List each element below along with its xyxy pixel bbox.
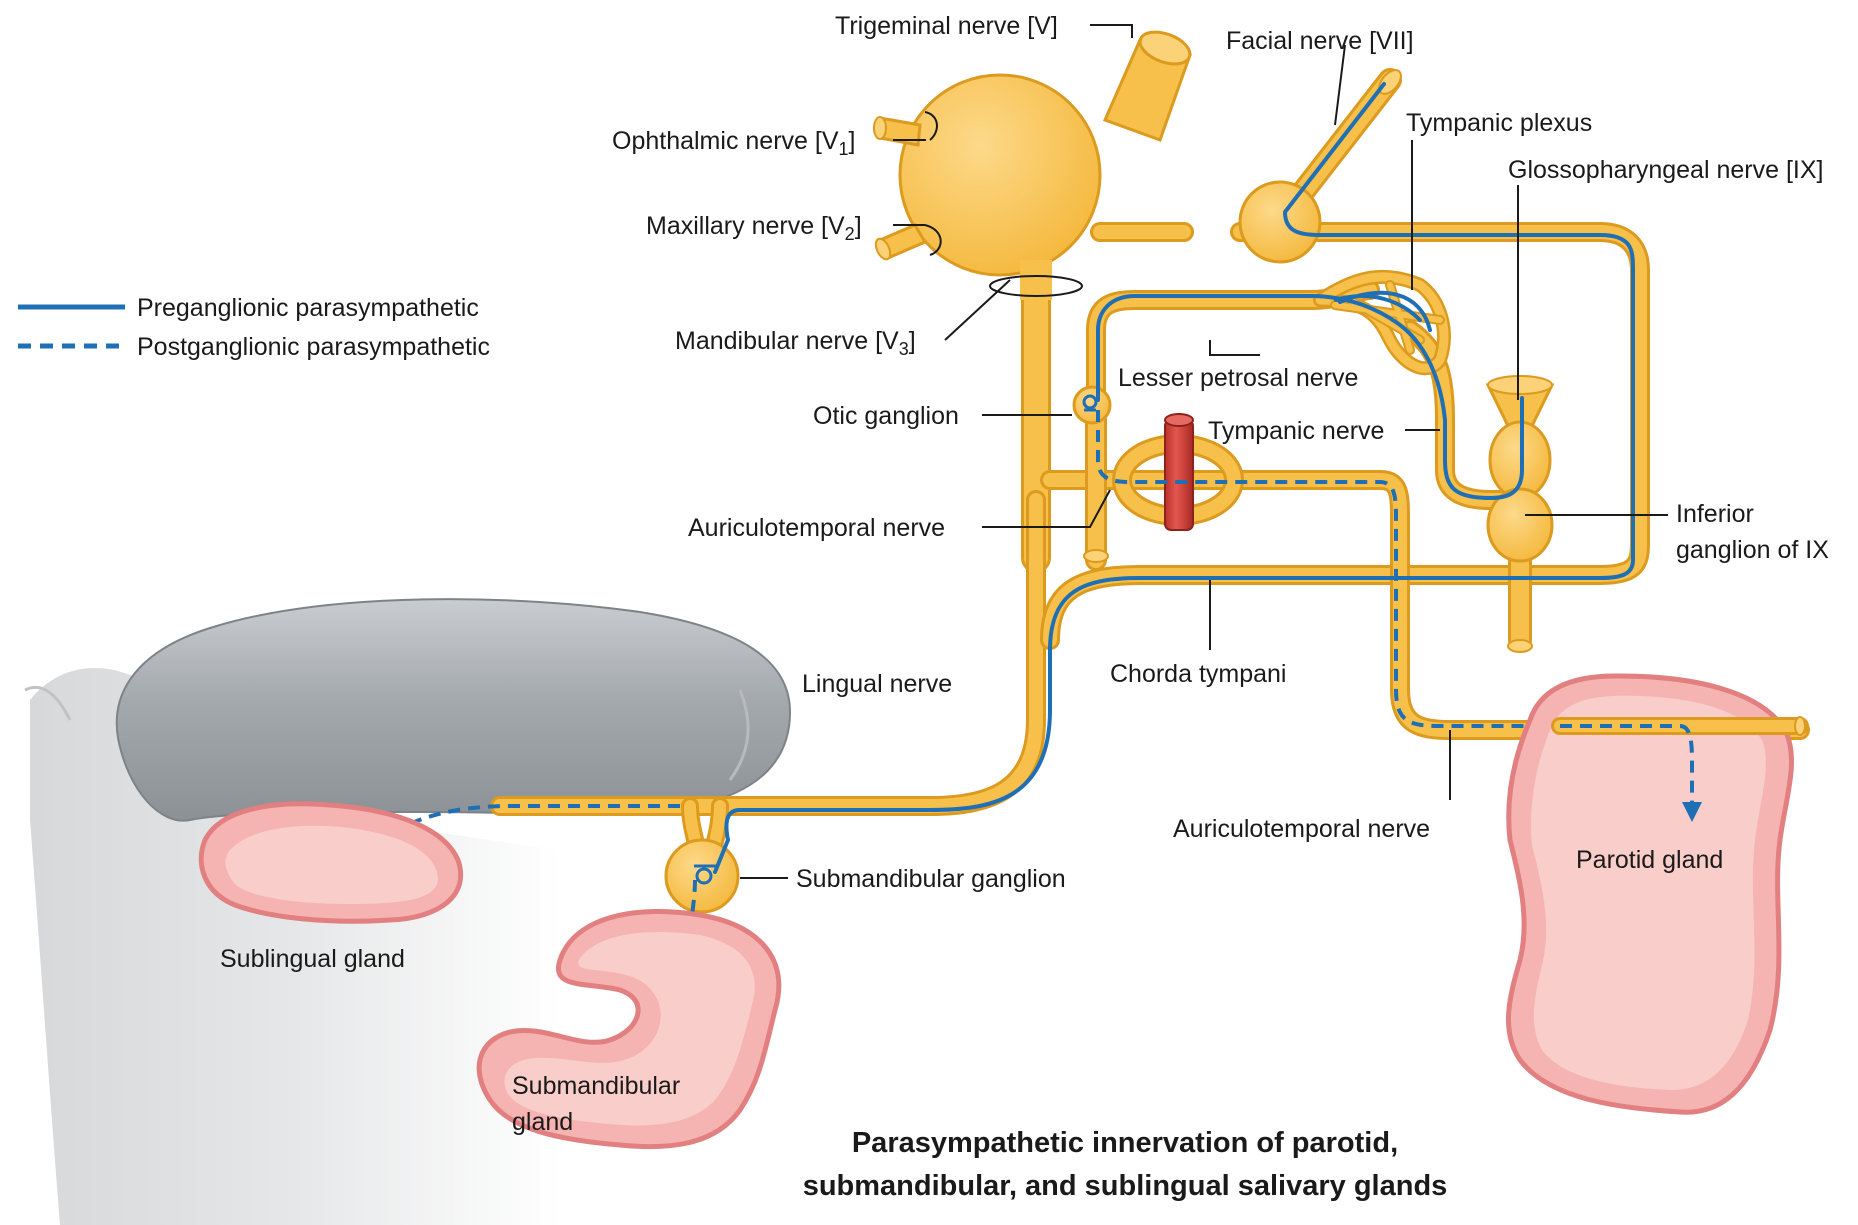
label-inferior-ganglion-1: Inferior [1676,500,1754,528]
figure-title: Parasympathetic innervation of parotid, … [803,1127,1448,1202]
label-trigeminal: Trigeminal nerve [V] [835,12,1058,40]
label-chorda-tympani: Chorda tympani [1110,660,1286,688]
submandibular-ganglion [666,840,738,912]
label-auriculotemporal-lower: Auriculotemporal nerve [1173,815,1430,843]
label-ophthalmic: Ophthalmic nerve [V1] [612,127,855,159]
geniculate-ganglion [1240,182,1320,262]
label-submandibular-gland-1: Submandibular [512,1072,680,1100]
trunk-end-cap [1084,550,1108,562]
trigeminal-ganglion [873,26,1194,300]
label-maxillary: Maxillary nerve [V2] [646,212,862,244]
label-parotid-gland: Parotid gland [1576,846,1723,874]
tongue [117,599,790,820]
sublingual-gland-shape [201,804,460,921]
label-mandibular: Mandibular nerve [V3] [675,327,916,359]
label-submandibular-ganglion: Submandibular ganglion [796,865,1066,893]
label-tympanic-nerve: Tympanic nerve [1208,417,1384,445]
label-lingual-nerve: Lingual nerve [802,670,952,698]
parotid-gland-shape [1508,676,1791,1112]
label-sublingual-gland: Sublingual gland [220,945,405,973]
label-glossopharyngeal: Glossopharyngeal nerve [IX] [1508,156,1823,184]
label-auriculotemporal-upper: Auriculotemporal nerve [688,514,945,542]
label-submandibular-gland-2: gland [512,1108,573,1136]
legend-postganglionic: Postganglionic parasympathetic [137,333,490,361]
label-lesser-petrosal: Lesser petrosal nerve [1118,364,1358,392]
middle-meningeal-artery [1165,414,1193,530]
otic-ganglion [1074,387,1110,423]
legend-preganglionic: Preganglionic parasympathetic [137,294,479,322]
label-facial: Facial nerve [VII] [1226,27,1414,55]
label-inferior-ganglion-2: ganglion of IX [1676,536,1829,564]
legend: Preganglionic parasympathetic Postgangli… [18,294,490,361]
title-line-2: submandibular, and sublingual salivary g… [803,1170,1448,1202]
label-tympanic-plexus: Tympanic plexus [1406,109,1592,137]
label-otic-ganglion: Otic ganglion [813,402,959,430]
title-line-1: Parasympathetic innervation of parotid, [852,1127,1398,1159]
